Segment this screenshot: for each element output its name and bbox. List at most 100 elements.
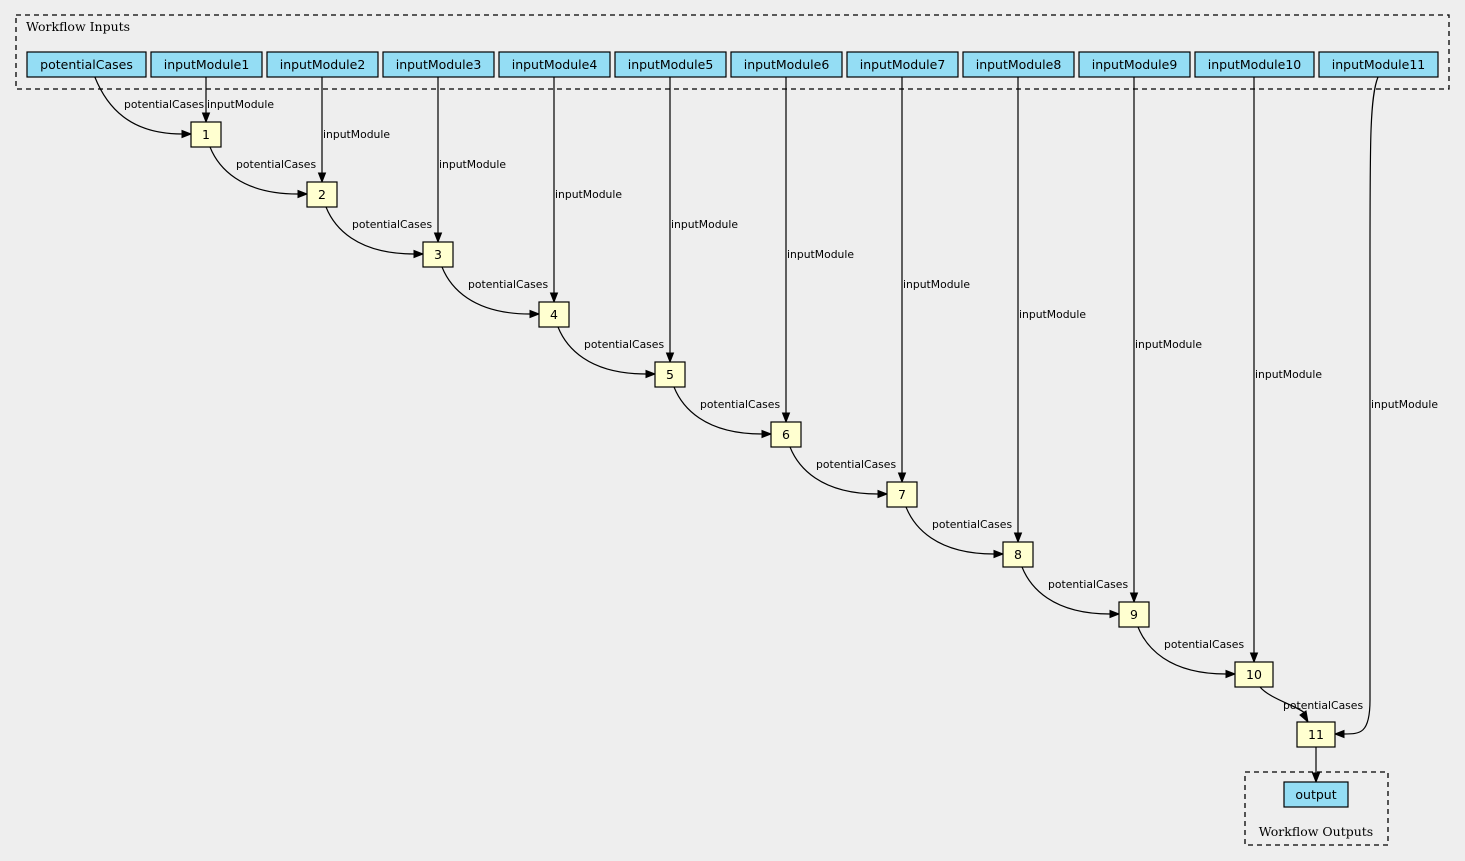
edge-label-inputmodule7-to-7: inputModule: [903, 278, 970, 291]
output-node-label: output: [1295, 787, 1336, 802]
step-node-label: 11: [1308, 727, 1324, 742]
edge-label-inputmodule4-to-4: inputModule: [555, 188, 622, 201]
step-node-7: 7: [886, 481, 918, 508]
input-node-label: inputModule10: [1208, 57, 1302, 72]
input-node-label: inputModule3: [396, 57, 482, 72]
arrowhead-potentialcases-to-1: [181, 129, 193, 139]
step-node-box: [654, 361, 686, 388]
input-node-box: [150, 51, 263, 78]
edge-label-inputmodule11-to-11: inputModule: [1371, 398, 1438, 411]
edge-step9-to-10: [1137, 626, 1227, 675]
step-node-label: 2: [318, 187, 326, 202]
edge-step4-to-5: [557, 326, 647, 375]
workflow-outputs-label: Workflow Outputs: [1259, 824, 1373, 839]
edge-label-step7-to-8: potentialCases: [932, 518, 1012, 531]
step-node-label: 1: [202, 127, 210, 142]
step-node-1: 1: [190, 121, 222, 148]
edge-label-step8-to-9: potentialCases: [1048, 578, 1128, 591]
arrowhead-step8-to-9: [1109, 609, 1121, 619]
edge-label-inputmodule5-to-5: inputModule: [671, 218, 738, 231]
step-node-box: [886, 481, 918, 508]
edge-label-inputmodule6-to-6: inputModule: [787, 248, 854, 261]
step-node-2: 2: [306, 181, 338, 208]
edge-step7-to-8: [905, 506, 995, 555]
workflow-outputs-cluster: Workflow Outputs: [1244, 771, 1389, 846]
edge-step10-to-11: [1259, 686, 1307, 715]
arrowhead-step9-to-10: [1225, 669, 1237, 679]
step-node-8: 8: [1002, 541, 1034, 568]
step-node-9: 9: [1118, 601, 1150, 628]
input-node-inputModule8: inputModule8: [962, 51, 1075, 78]
arrowhead-inputmodule1-to-1: [201, 112, 211, 124]
edge-label-inputmodule10-to-10: inputModule: [1255, 368, 1322, 381]
input-node-box: [730, 51, 843, 78]
edge-label-inputmodule2-to-2: inputModule: [323, 128, 390, 141]
edge-label-inputmodule3-to-3: inputModule: [439, 158, 506, 171]
input-node-label: potentialCases: [40, 57, 133, 72]
edge-label-step4-to-5: potentialCases: [584, 338, 664, 351]
arrowhead-inputmodule6-to-6: [781, 412, 791, 424]
input-node-box: [614, 51, 727, 78]
step-node-label: 3: [434, 247, 442, 262]
edge-label-step3-to-4: potentialCases: [468, 278, 548, 291]
edge-label-potentialcases-to-1: potentialCases: [124, 98, 204, 111]
step-node-label: 9: [1130, 607, 1138, 622]
input-node-inputModule2: inputModule2: [266, 51, 379, 78]
edge-label-step2-to-3: potentialCases: [352, 218, 432, 231]
edge-label-step1-to-2: potentialCases: [236, 158, 316, 171]
arrowhead-step7-to-8: [993, 549, 1005, 559]
input-node-label: inputModule5: [628, 57, 714, 72]
arrowhead-inputmodule8-to-8: [1013, 532, 1023, 544]
input-node-inputModule5: inputModule5: [614, 51, 727, 78]
step-node-label: 5: [666, 367, 674, 382]
input-node-inputModule9: inputModule9: [1078, 51, 1191, 78]
edge-label-step6-to-7: potentialCases: [816, 458, 896, 471]
input-node-inputModule7: inputModule7: [846, 51, 959, 78]
arrowhead-step3-to-4: [529, 309, 541, 319]
arrowhead-step4-to-5: [645, 369, 657, 379]
step-node-box: [770, 421, 802, 448]
arrowhead-inputmodule2-to-2: [317, 172, 327, 184]
arrowhead-inputmodule11-to-11: [1333, 729, 1345, 739]
arrowhead-step2-to-3: [413, 249, 425, 259]
workflow-inputs-cluster: Workflow Inputs: [15, 14, 1450, 90]
step-node-box: [1118, 601, 1150, 628]
input-node-box: [382, 51, 495, 78]
input-node-label: inputModule2: [280, 57, 366, 72]
input-node-label: inputModule4: [512, 57, 598, 72]
step-node-label: 4: [550, 307, 558, 322]
input-node-box: [962, 51, 1075, 78]
input-node-inputModule10: inputModule10: [1194, 51, 1315, 78]
input-node-box: [26, 51, 147, 78]
arrowhead-step11-to-output: [1311, 772, 1321, 784]
step-node-10: 10: [1234, 661, 1274, 688]
step-node-box: [190, 121, 222, 148]
arrowhead-inputmodule3-to-3: [433, 232, 443, 244]
step-node-5: 5: [654, 361, 686, 388]
step-node-label: 8: [1014, 547, 1022, 562]
step-node-box: [1234, 661, 1274, 688]
input-node-inputModule11: inputModule11: [1318, 51, 1439, 78]
input-node-label: inputModule8: [976, 57, 1062, 72]
step-node-4: 4: [538, 301, 570, 328]
input-node-inputModule6: inputModule6: [730, 51, 843, 78]
input-node-box: [498, 51, 611, 78]
input-node-label: inputModule9: [1092, 57, 1178, 72]
input-node-inputModule1: inputModule1: [150, 51, 263, 78]
arrowhead-step6-to-7: [877, 489, 889, 499]
workflow-inputs-label: Workflow Inputs: [26, 19, 130, 34]
step-node-label: 6: [782, 427, 790, 442]
edge-step5-to-6: [673, 386, 763, 435]
arrowhead-inputmodule9-to-9: [1129, 592, 1139, 604]
edge-label-step9-to-10: potentialCases: [1164, 638, 1244, 651]
input-node-inputModule3: inputModule3: [382, 51, 495, 78]
arrowhead-inputmodule7-to-7: [897, 472, 907, 484]
step-node-6: 6: [770, 421, 802, 448]
arrowhead-step1-to-2: [297, 189, 309, 199]
edge-label-step10-to-11: potentialCases: [1283, 699, 1363, 712]
edge-step3-to-4: [441, 266, 531, 315]
step-node-box: [422, 241, 454, 268]
input-node-label: inputModule7: [860, 57, 946, 72]
